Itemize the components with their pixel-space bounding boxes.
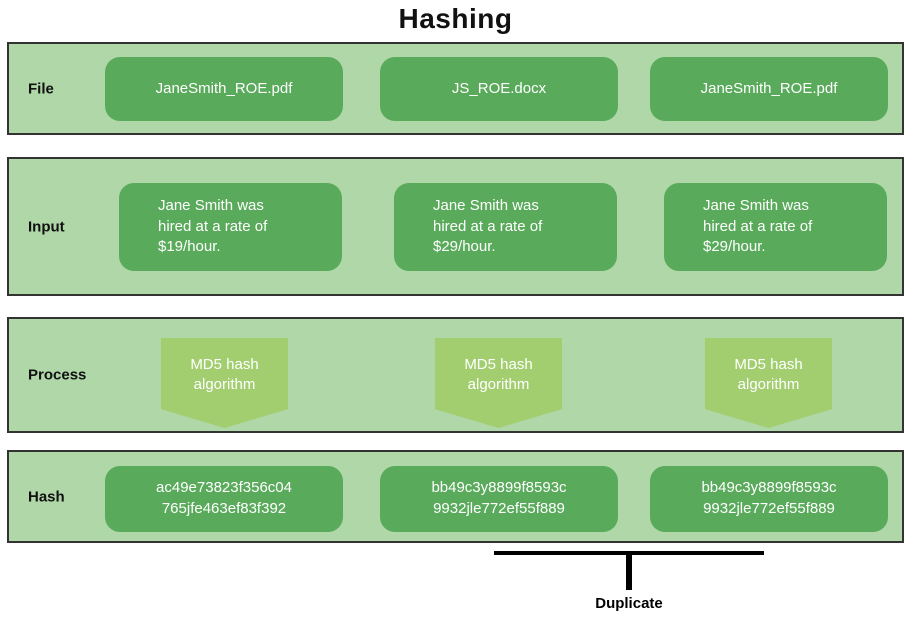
row-label-process: Process xyxy=(28,366,87,384)
md5-process-pennant-3: MD5 hash algorithm xyxy=(705,338,832,428)
input-node-2: Jane Smith was hired at a rate of $29/ho… xyxy=(394,183,617,271)
row-label-file: File xyxy=(28,80,54,97)
file-node-1: JaneSmith_ROE.pdf xyxy=(105,57,343,121)
hash-node-2: bb49c3y8899f8593c 9932jle772ef55f889 xyxy=(380,466,618,532)
row-label-hash: Hash xyxy=(28,488,65,505)
row-file: File JaneSmith_ROE.pdf JS_ROE.docx JaneS… xyxy=(7,42,904,135)
duplicate-bracket-stem xyxy=(626,551,632,590)
row-label-input: Input xyxy=(28,218,65,235)
row-hash: Hash ac49e73823f356c04 765jfe463ef83f392… xyxy=(7,450,904,543)
md5-process-pennant-1: MD5 hash algorithm xyxy=(161,338,288,428)
row-input: Input Jane Smith was hired at a rate of … xyxy=(7,157,904,296)
file-node-2: JS_ROE.docx xyxy=(380,57,618,121)
input-node-3: Jane Smith was hired at a rate of $29/ho… xyxy=(664,183,887,271)
md5-process-pennant-2: MD5 hash algorithm xyxy=(435,338,562,428)
page-title: Hashing xyxy=(398,3,513,34)
hash-node-3: bb49c3y8899f8593c 9932jle772ef55f889 xyxy=(650,466,888,532)
duplicate-label: Duplicate xyxy=(595,595,663,612)
file-node-3: JaneSmith_ROE.pdf xyxy=(650,57,888,121)
row-process: Process MD5 hash algorithm MD5 hash algo… xyxy=(7,317,904,433)
hash-node-1: ac49e73823f356c04 765jfe463ef83f392 xyxy=(105,466,343,532)
input-node-1: Jane Smith was hired at a rate of $19/ho… xyxy=(119,183,342,271)
